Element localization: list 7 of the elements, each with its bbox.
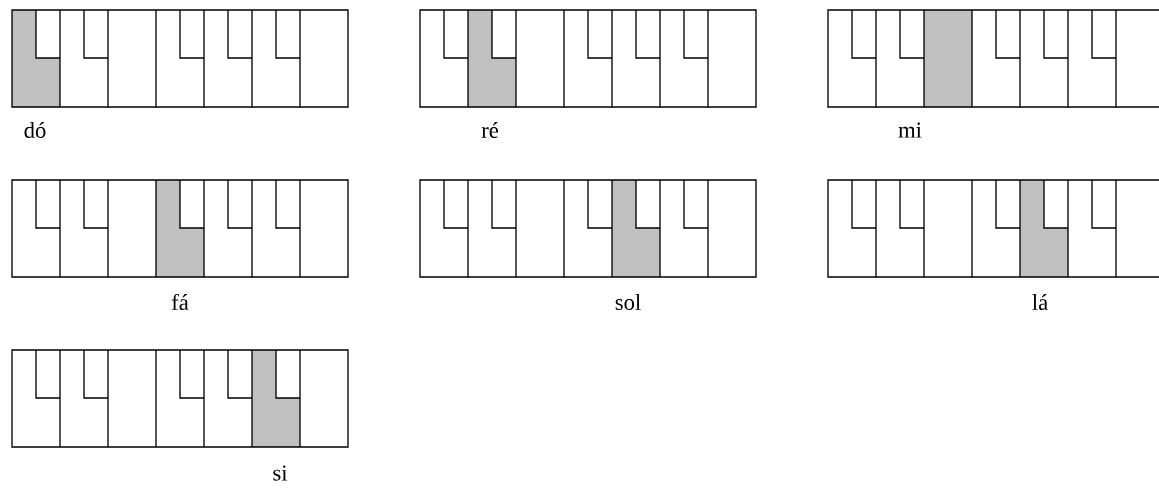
note-label: ré bbox=[481, 122, 499, 138]
note-label: lá bbox=[1032, 294, 1048, 310]
note-label: dó bbox=[24, 122, 46, 138]
note-label: mi bbox=[898, 122, 922, 138]
note-label: fá bbox=[171, 293, 189, 311]
note-label: si bbox=[273, 465, 288, 481]
note-label: sol bbox=[615, 294, 641, 310]
